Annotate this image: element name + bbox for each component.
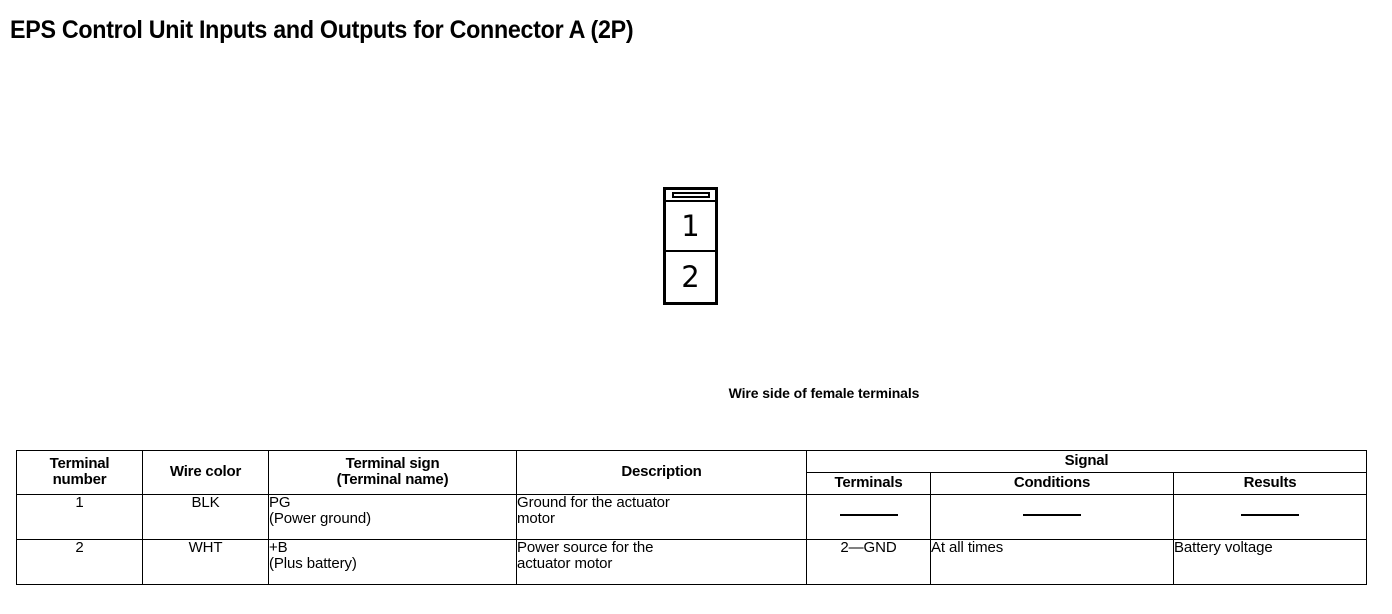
header-terminal-number: Terminal number (16, 450, 143, 495)
cell-signal-conditions: At all times (930, 538, 1174, 585)
connector-pin-1: 1 (666, 202, 715, 252)
cell-terminal-number: 2 (16, 538, 143, 585)
header-signal-terminals: Terminals (806, 471, 931, 495)
terminal-io-table: Terminal number Wire color Terminal sign… (16, 450, 1368, 585)
connector-diagram: 1 2 (663, 187, 718, 305)
cell-signal-conditions (930, 493, 1174, 540)
connector-locking-tab-row (666, 190, 715, 202)
header-signal-conditions: Conditions (930, 471, 1174, 495)
header-signal-results: Results (1172, 471, 1368, 495)
cell-wire-color: BLK (142, 493, 269, 540)
cell-signal-terminals: 2—GND (806, 538, 931, 585)
cell-signal-results: Battery voltage (1172, 538, 1368, 585)
header-description: Description (516, 450, 807, 495)
cell-description: Power source for the actuator motor (516, 538, 807, 585)
cell-signal-results (1172, 493, 1368, 540)
table-row: 2 WHT +B (Plus battery) Power source for… (16, 538, 1368, 585)
not-applicable-dash-icon (807, 495, 930, 521)
table-header-row-1: Terminal number Wire color Terminal sign… (16, 450, 1368, 495)
cell-terminal-sign: +B (Plus battery) (268, 538, 517, 585)
cell-terminal-sign: PG (Power ground) (268, 493, 517, 540)
header-wire-color: Wire color (142, 450, 269, 495)
header-terminal-sign: Terminal sign (Terminal name) (268, 450, 517, 495)
page-title: EPS Control Unit Inputs and Outputs for … (10, 16, 634, 44)
table-row: 1 BLK PG (Power ground) Ground for the a… (16, 493, 1368, 540)
header-signal: Signal (805, 450, 1368, 473)
connector-pin-2: 2 (681, 259, 700, 294)
cell-terminal-number: 1 (16, 493, 143, 540)
not-applicable-dash-icon (1174, 495, 1366, 521)
connector-locking-tab-icon (671, 192, 710, 198)
not-applicable-dash-icon (931, 495, 1173, 521)
cell-wire-color: WHT (142, 538, 269, 585)
cell-description: Ground for the actuator motor (516, 493, 807, 540)
figure-caption: Wire side of female terminals (728, 385, 920, 401)
connector-body: 1 2 (663, 187, 718, 305)
figure-caption-wrapper: Wire side of female terminals (0, 385, 1392, 401)
cell-signal-terminals (806, 493, 931, 540)
